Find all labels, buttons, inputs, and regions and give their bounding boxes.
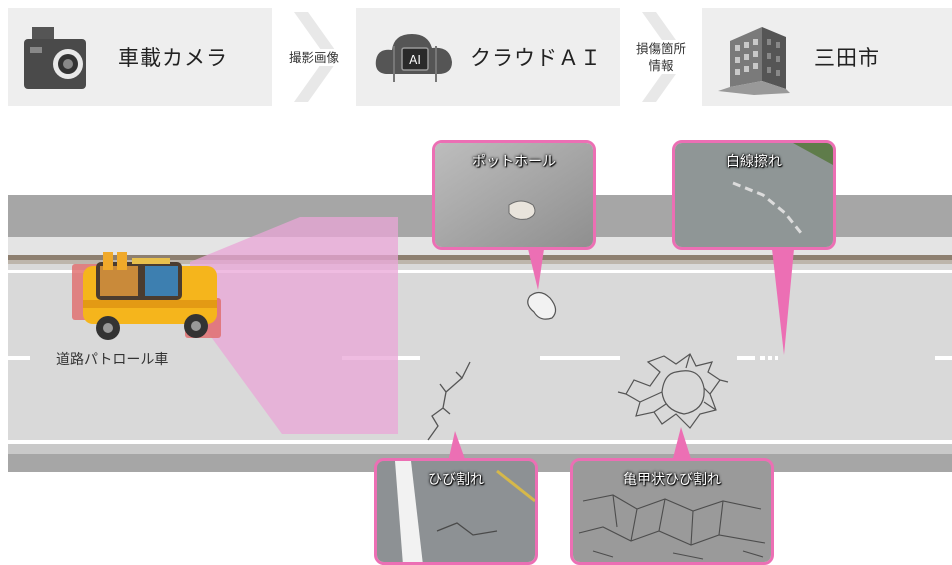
city-hall-icon xyxy=(718,27,790,95)
pointer-crack xyxy=(448,431,466,462)
pothole-mark xyxy=(527,291,557,320)
callout-crack-title: ひび割れ xyxy=(428,472,484,488)
callout-line-wear-title: 白線擦れ xyxy=(726,154,782,170)
alligator-crack-mark xyxy=(617,353,729,429)
pointer-pothole xyxy=(528,249,544,290)
flow-arrow-1: 撮影画像 xyxy=(272,8,356,106)
flow-step-dashcam: 車載カメラ xyxy=(8,8,272,106)
road-shoulder-bottom xyxy=(8,444,952,454)
alligator-crack-photo xyxy=(573,461,771,562)
pointer-line-wear xyxy=(772,249,794,355)
cloud-ai-label: クラウドＡＩ xyxy=(470,46,602,70)
dashcam-icon xyxy=(24,27,86,89)
flow-step-cloud-ai: AI クラウドＡＩ xyxy=(356,8,620,106)
city-label: 三田市 xyxy=(814,46,880,70)
cloud-ai-icon: AI xyxy=(375,34,452,82)
ai-chip-badge: AI xyxy=(409,53,421,67)
damage-info-line1: 損傷箇所 xyxy=(635,41,686,56)
line-wear-photo xyxy=(675,143,833,247)
dashcam-label: 車載カメラ xyxy=(118,46,228,70)
flow-step-city: 三田市 xyxy=(702,8,952,106)
crack-mark xyxy=(427,361,471,441)
callout-pothole: ポットホール xyxy=(432,140,596,250)
patrol-car-label: 道路パトロール車 xyxy=(56,352,169,368)
damage-info-line2: 情報 xyxy=(648,58,674,73)
patrol-car-icon xyxy=(72,252,221,340)
callout-alligator-crack: 亀甲状ひび割れ xyxy=(570,458,774,565)
crack-photo xyxy=(377,461,535,562)
camera-view-cone xyxy=(190,217,398,434)
pointer-alligator xyxy=(672,427,692,462)
flow-arrow-2: 損傷箇所 情報 xyxy=(620,8,702,106)
pothole-photo xyxy=(435,143,593,247)
callout-alligator-crack-title: 亀甲状ひび割れ xyxy=(623,472,721,488)
callout-crack: ひび割れ xyxy=(374,458,538,565)
captured-image-label: 撮影画像 xyxy=(286,48,341,66)
callout-pothole-title: ポットホール xyxy=(472,154,556,170)
damage-info-label: 損傷箇所 情報 xyxy=(633,40,688,74)
callout-line-wear: 白線擦れ xyxy=(672,140,836,250)
